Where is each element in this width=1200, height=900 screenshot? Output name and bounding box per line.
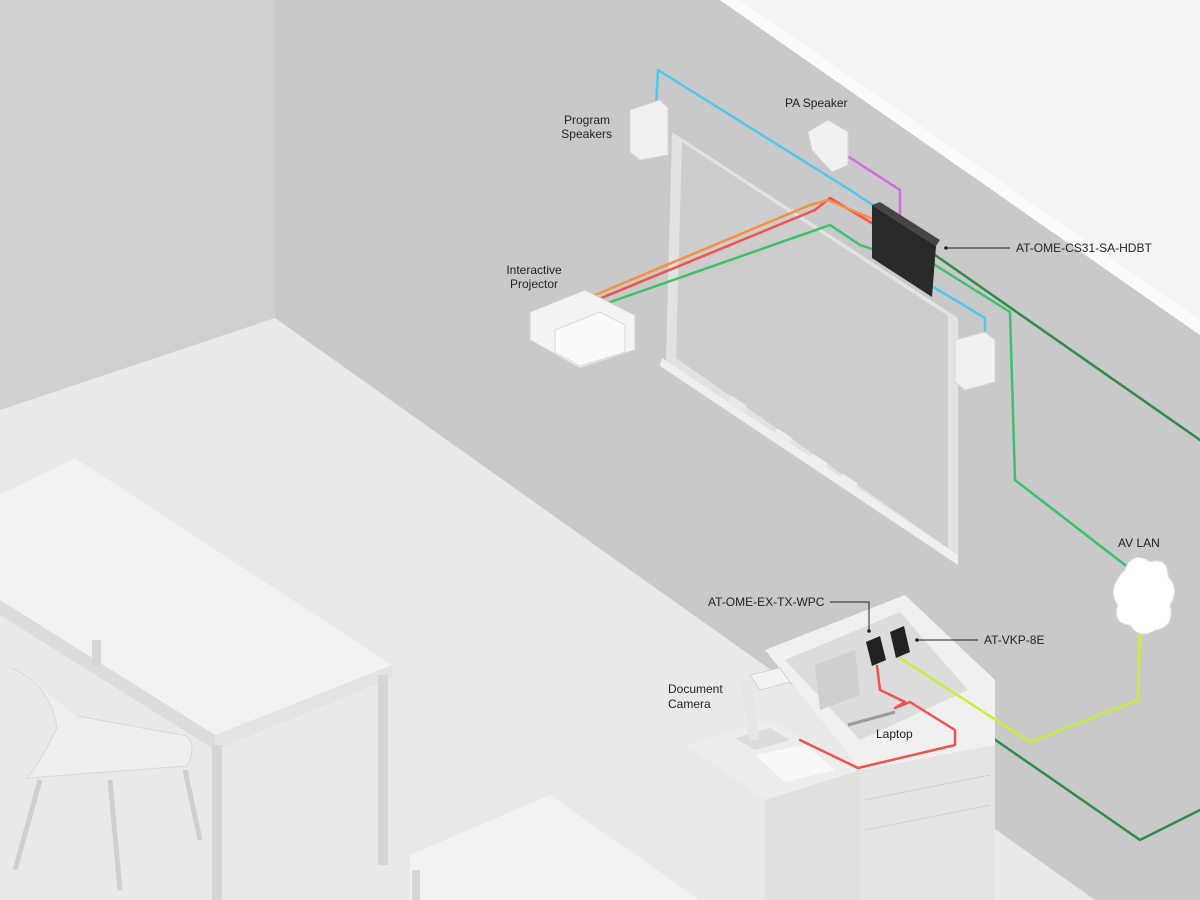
- left-wall: [0, 0, 275, 410]
- hdmi-cable-lectern: [798, 664, 957, 770]
- label-keypad: AT-VKP-8E: [984, 633, 1044, 647]
- label-laptop: Laptop: [876, 727, 913, 741]
- label-av-lan: AV LAN: [1118, 536, 1160, 550]
- hdbt-cable-lan: [933, 263, 1127, 567]
- pa-speaker: [807, 119, 849, 173]
- label-switcher: AT-OME-CS31-SA-HDBT: [1016, 241, 1152, 255]
- lectern: [685, 595, 1032, 900]
- leader-wall-plate: [830, 601, 870, 630]
- document-camera: [735, 667, 835, 782]
- label-pa-speaker: PA Speaker: [785, 96, 847, 110]
- switcher-device: [872, 202, 940, 297]
- program-speaker-right: [954, 331, 996, 391]
- speaker-cable-right: [928, 283, 987, 340]
- pa-cable: [836, 148, 902, 217]
- classroom-table: [0, 458, 392, 900]
- program-speaker-left: [629, 99, 669, 161]
- interactive-whiteboard: [660, 132, 958, 565]
- label-wall-plate: AT-OME-EX-TX-WPC: [708, 595, 825, 609]
- keypad-cable-lectern: [898, 656, 1032, 744]
- lan-cable-wall: [933, 253, 1200, 442]
- wall-plate-device: [866, 636, 886, 666]
- keypad-device: [890, 626, 910, 658]
- interactive-projector: [529, 289, 636, 369]
- classroom-chair: [11, 667, 203, 891]
- av-lan-cloud: [1112, 557, 1175, 635]
- front-table: [410, 795, 700, 900]
- speaker-cable-left: [654, 68, 882, 212]
- ceiling-edge: [720, 0, 1200, 335]
